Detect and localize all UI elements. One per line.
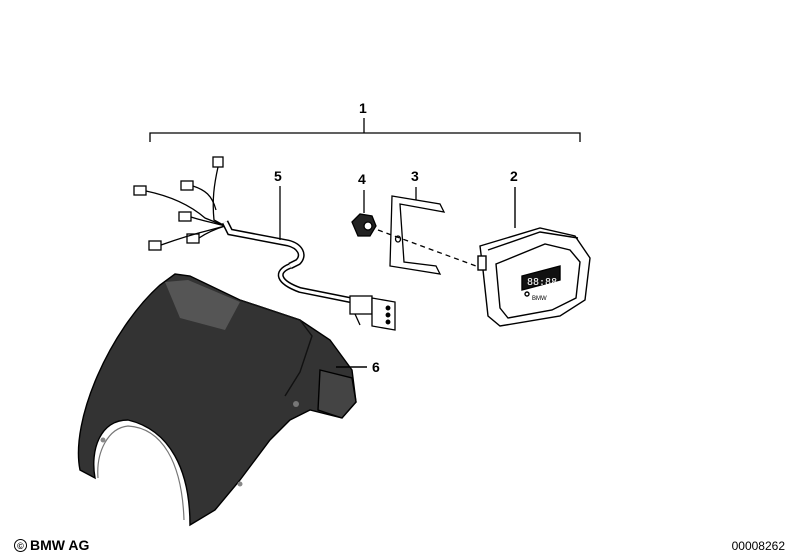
diagram-number: 00008262 — [731, 539, 785, 553]
copyright-icon: © — [14, 538, 27, 552]
callout-5: 5 — [274, 168, 282, 184]
callout-6: 6 — [372, 359, 380, 375]
clock-display-unit: 88:88 BMW — [477, 187, 591, 327]
callout-3: 3 — [411, 168, 419, 184]
display-digits: 88:88 — [527, 277, 557, 288]
hex-nut — [351, 190, 377, 237]
callout-2: 2 — [510, 168, 518, 184]
brand-label: BMW AG — [30, 537, 90, 553]
mounting-bracket — [377, 187, 477, 275]
copyright-notice: © BMW AG — [14, 537, 89, 553]
callout-4: 4 — [358, 171, 366, 187]
display-brand: BMW — [532, 296, 547, 302]
wiring-harness — [133, 156, 396, 331]
callout-1: 1 — [359, 100, 367, 116]
steering-column-cover — [77, 273, 367, 527]
assembly-bracket — [149, 118, 581, 142]
